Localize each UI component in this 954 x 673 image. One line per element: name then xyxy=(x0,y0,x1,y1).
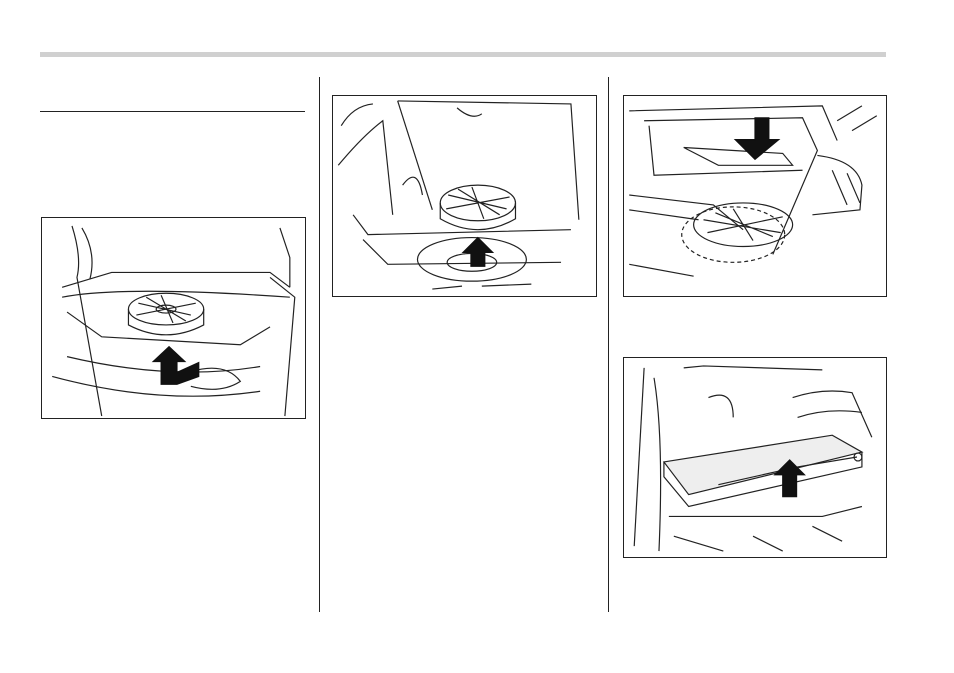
spare-tire-tray xyxy=(440,185,515,230)
figure-wagon-cargo-lift-tray xyxy=(332,95,597,297)
column-separator-1 xyxy=(319,77,320,612)
cargo-floor-board xyxy=(664,435,862,506)
spare-tire-tray xyxy=(694,203,793,247)
figure-cargo-floor-board-lift xyxy=(623,357,887,558)
up-arrow-icon xyxy=(153,347,199,385)
header-bar xyxy=(40,52,886,57)
figure-wagon-cargo-lower-tray xyxy=(623,95,887,297)
figure-sedan-trunk-spare-tire xyxy=(41,217,306,419)
up-arrow-icon xyxy=(463,238,493,267)
spare-tire-tray xyxy=(128,293,203,335)
column-separator-2 xyxy=(608,77,609,612)
section-divider-line xyxy=(40,111,305,112)
